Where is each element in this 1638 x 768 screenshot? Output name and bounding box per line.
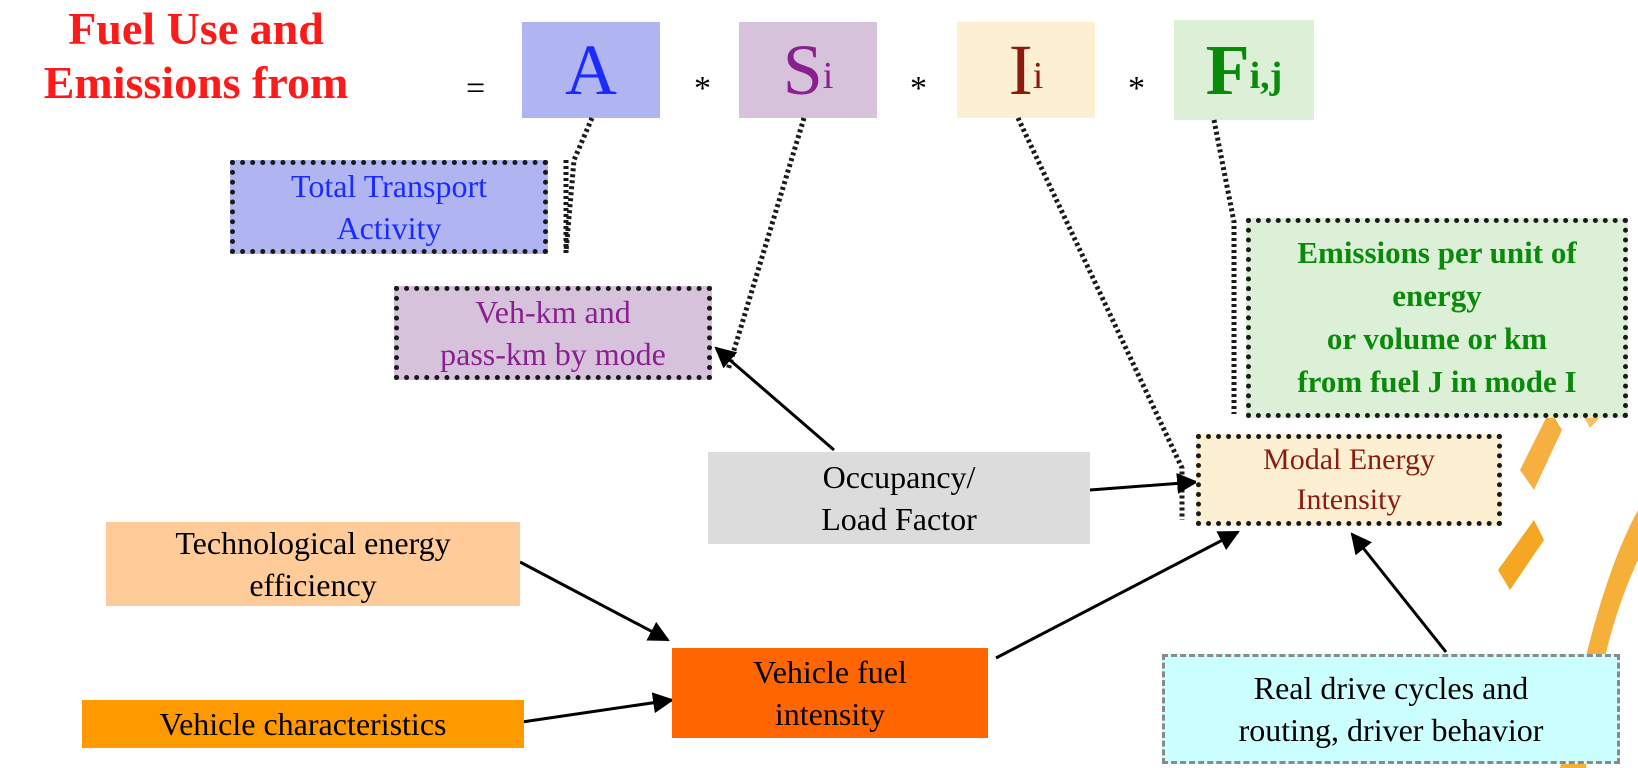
diagram-title: Fuel Use and Emissions from <box>0 2 392 110</box>
term-a-letter: A <box>565 30 617 110</box>
occupancy-line-2: Load Factor <box>821 501 977 537</box>
title-line-2: Emissions from <box>43 57 349 108</box>
arrow-occupancy-to-modal <box>1089 472 1199 494</box>
tech-efficiency-line-1: Technological energy <box>175 524 451 561</box>
multiply-sign-3: * <box>1128 70 1145 107</box>
emissions-per-unit-box: Emissions per unit of energy or volume o… <box>1246 218 1628 418</box>
emissions-line-3: or volume or km <box>1326 321 1548 356</box>
veh-km-line-2: pass-km by mode <box>440 336 666 372</box>
occupancy-box: Occupancy/ Load Factor <box>708 452 1090 544</box>
term-s-letter: S <box>782 30 823 110</box>
term-a-box: A <box>522 22 660 118</box>
total-activity-line-2: Activity <box>336 210 442 246</box>
modal-energy-line-2: Intensity <box>1296 483 1402 516</box>
leader-i <box>1015 116 1185 520</box>
real-drive-box: Real drive cycles and routing, driver be… <box>1162 654 1620 764</box>
term-i-letter: I <box>1008 30 1033 110</box>
emissions-line-1: Emissions per unit of <box>1297 235 1577 271</box>
real-drive-line-2: routing, driver behavior <box>1238 712 1544 748</box>
multiply-sign-1: * <box>694 70 711 107</box>
vehicle-fuel-line-1: Vehicle fuel <box>753 653 907 690</box>
tech-efficiency-box: Technological energy efficiency <box>106 522 520 606</box>
term-f-letter: F <box>1205 30 1250 110</box>
arrow-realdrive-to-modal <box>1350 532 1448 653</box>
leader-s <box>725 117 807 371</box>
arrow-tech-to-vehicle <box>519 560 670 642</box>
vehicle-fuel-line-2: intensity <box>774 696 886 732</box>
arrow-occupancy-to-vehkm <box>714 346 835 452</box>
emissions-line-4: from fuel J in mode I <box>1297 363 1577 399</box>
real-drive-line-1: Real drive cycles and <box>1253 669 1529 706</box>
modal-energy-box: Modal Energy Intensity <box>1196 434 1502 526</box>
veh-km-box: Veh-km and pass-km by mode <box>394 286 712 380</box>
total-activity-line-1: Total Transport <box>291 167 487 204</box>
occupancy-line-1: Occupancy/ <box>822 458 976 495</box>
term-f-subscript: i,j <box>1249 55 1283 97</box>
total-activity-box: Total Transport Activity <box>230 160 548 254</box>
veh-km-line-1: Veh-km and <box>475 293 631 330</box>
arrow-characteristics-to-vehicle <box>521 692 675 724</box>
emissions-line-2: energy <box>1392 278 1482 314</box>
leader-a <box>563 117 595 253</box>
arrow-vehicle-to-modal <box>995 530 1240 660</box>
equals-sign: = <box>466 70 486 107</box>
term-s-subscript: i <box>822 55 834 97</box>
multiply-sign-2: * <box>910 70 927 107</box>
vehicle-characteristics-line-1: Vehicle characteristics <box>159 705 447 742</box>
title-line-1: Fuel Use and <box>68 3 324 54</box>
logo-leaf-2 <box>1498 520 1544 590</box>
leader-f <box>1211 119 1237 414</box>
term-i-subscript: i <box>1032 55 1044 97</box>
vehicle-characteristics-box: Vehicle characteristics <box>82 700 524 748</box>
vehicle-fuel-intensity-box: Vehicle fuel intensity <box>672 648 988 738</box>
logo-leaf-1 <box>1520 410 1562 490</box>
modal-energy-line-1: Modal Energy <box>1263 443 1435 477</box>
tech-efficiency-line-2: efficiency <box>249 567 377 603</box>
